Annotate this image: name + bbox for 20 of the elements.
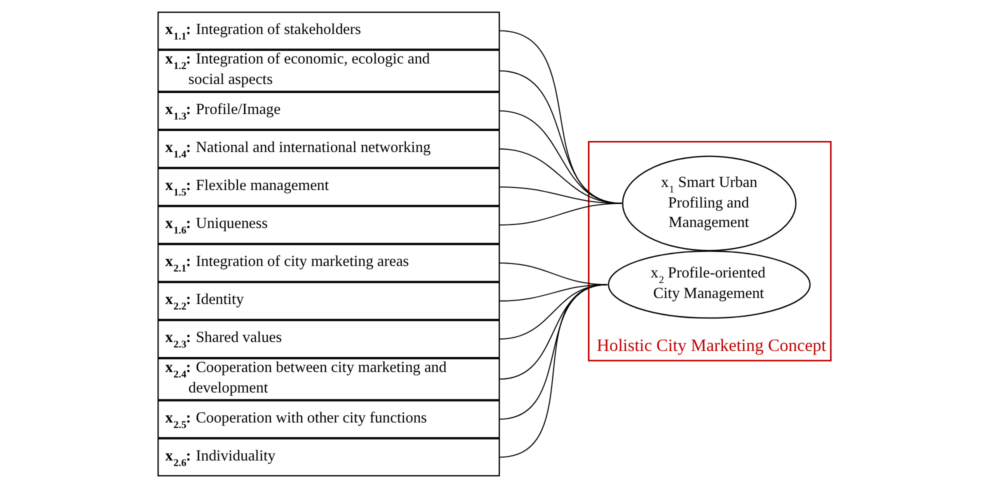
node-box: x$_{1.5}$: Flexible management [157,168,500,206]
node-box: x$_{1.6}$: Uniqueness [157,206,500,244]
connector [498,70,622,204]
node-box: x$_{2.2}$: Identity [157,282,500,320]
node-box: x$_{1.3}$: Profile/Image [157,92,500,130]
connector [498,202,622,226]
node-box: x$_{2.6}$: Individuality [157,438,500,476]
node-box: x$_{1.1}$: Integration of stakeholders [157,12,500,50]
node-box: x$_{1.4}$: National and international networking [157,130,500,168]
node-ellipse: x$_{2}$ Profile-oriented City Management [607,250,810,319]
node-ellipse: x$_{1}$ Smart Urban Profiling and Management [622,156,796,252]
node-box: x$_{2.4}$: Cooperation between city marketing and development [157,358,500,400]
connector [498,284,608,458]
node-box: x$_{2.5}$: Cooperation with other city functions [157,400,500,438]
connector [498,110,622,204]
node-box: x$_{1.2}$: Integration of economic, ecologic and social aspects [157,50,500,92]
node-box: x$_{2.1}$: Integration of city marketing areas [157,244,500,282]
node-box: x$_{2.3}$: Shared values [157,320,500,358]
connector [498,284,608,420]
connector [498,30,622,204]
